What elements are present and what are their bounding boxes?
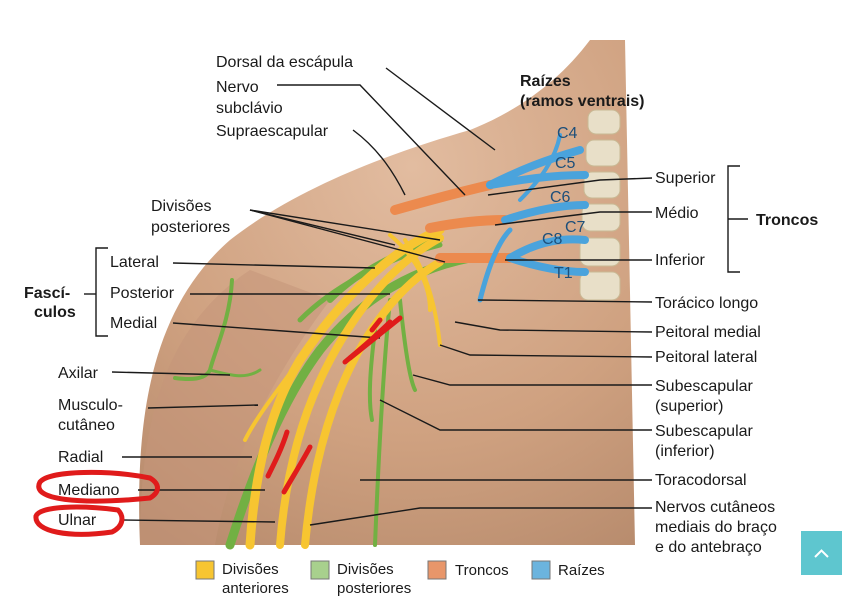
label-toracico-longo: Torácico longo [655,295,759,312]
label-lateral: Lateral [110,254,159,271]
label-ulnar: Ulnar [58,512,97,529]
vertebrae [579,109,621,301]
label-c7: C7 [565,219,586,236]
label-cutaneos-2: mediais do braço [655,519,777,536]
label-subclavio: subclávio [216,100,283,117]
legend-swatch-posterior [310,560,330,580]
legend-posterior-line1: Divisões [337,561,394,578]
legend-posterior-line2: posteriores [337,580,412,597]
label-peitoral-lateral: Peitoral lateral [655,349,758,366]
trunks [390,180,515,264]
arm-shading [140,270,330,545]
label-c8: C8 [542,231,563,248]
label-c4: C4 [557,125,578,142]
label-mediano: Mediano [58,482,120,499]
leader-lines [84,67,748,526]
label-t1: T1 [554,265,573,282]
label-subescapular-sup: Subescapular [655,378,753,395]
label-superior: Superior [655,170,716,187]
label-cutaneo: cutâneo [58,417,115,434]
label-c6: C6 [550,189,571,206]
label-dorsal-escapula: Dorsal da escápula [216,54,353,71]
label-fasciculos-1: Fascí- [24,285,71,302]
label-supraescapular: Supraescapular [216,123,329,140]
label-ramos-ventrais: (ramos ventrais) [520,93,645,110]
legend-swatch-roots [531,560,551,580]
label-medio: Médio [655,205,699,222]
label-axilar: Axilar [58,365,99,382]
chevron-up-icon [814,549,829,558]
label-cutaneos-1: Nervos cutâneos [655,499,776,516]
roots [477,133,589,303]
label-toracodorsal: Toracodorsal [655,472,747,489]
label-nervo: Nervo [216,79,259,96]
label-cutaneos-3: e do antebraço [655,539,762,556]
label-raizes: Raízes [520,73,571,90]
scroll-to-top-button[interactable] [801,531,842,575]
label-fasciculos-2: culos [34,304,76,321]
label-inferior-paren: (inferior) [655,443,715,460]
label-posteriores: posteriores [151,219,231,236]
label-medial: Medial [110,315,158,332]
legend-anterior-line1: Divisões [222,561,279,578]
label-radial: Radial [58,449,104,466]
legend-swatch-trunks [427,560,447,580]
label-posterior: Posterior [110,285,175,302]
legend-trunks-label: Troncos [455,562,509,579]
label-inferior: Inferior [655,252,705,269]
label-c5: C5 [555,155,576,172]
legend-anterior-line2: anteriores [222,580,289,597]
label-peitoral-medial: Peitoral medial [655,324,761,341]
red-annotations [33,315,403,537]
label-divisoes: Divisões [151,198,212,215]
label-troncos: Troncos [756,212,819,229]
label-subescapular-inf: Subescapular [655,423,753,440]
legend-roots-label: Raízes [558,562,605,579]
label-musculo: Musculo- [58,397,123,414]
legend-swatch-anterior [195,560,215,580]
label-superior-paren: (superior) [655,398,724,415]
